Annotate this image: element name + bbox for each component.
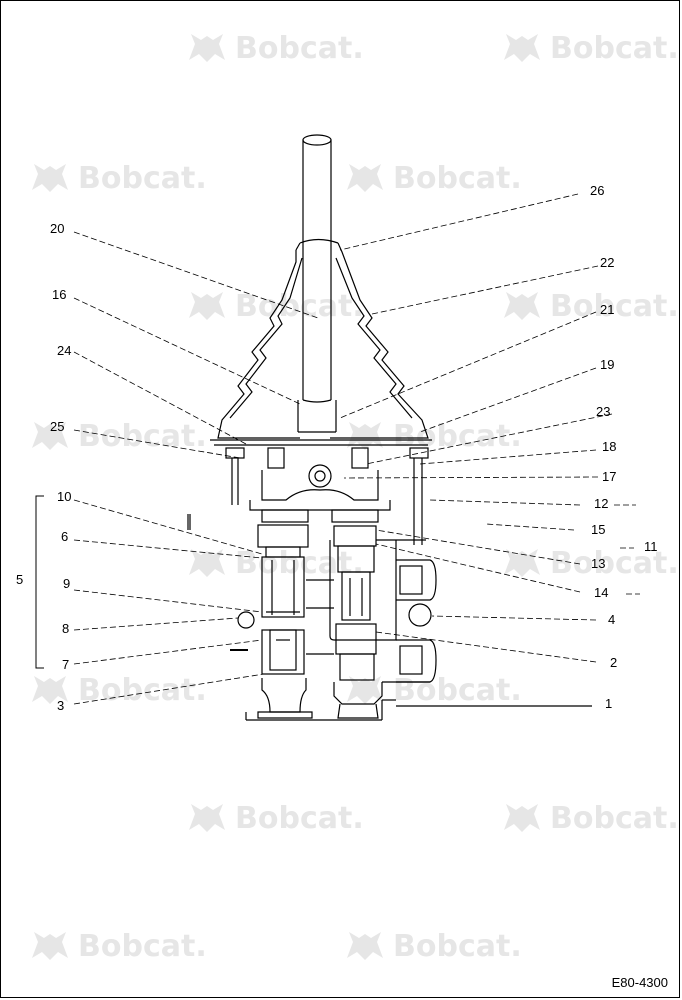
callout-17: 17 — [602, 469, 617, 484]
callout-1: 1 — [605, 696, 613, 711]
callout-9: 9 — [63, 576, 71, 591]
callout-15: 15 — [591, 522, 606, 537]
group-bracket — [35, 495, 44, 669]
right-spool — [333, 525, 383, 719]
callout-19: 19 — [600, 357, 615, 372]
callout-8: 8 — [62, 621, 70, 636]
control-handle — [297, 134, 337, 433]
callout-13: 13 — [591, 556, 606, 571]
callout-16: 16 — [52, 287, 67, 302]
callout-4: 4 — [608, 612, 616, 627]
leader-solid — [187, 514, 592, 707]
top-plate — [210, 439, 432, 545]
left-spool — [230, 524, 313, 719]
callout-24: 24 — [57, 343, 72, 358]
callout-20: 20 — [50, 221, 65, 236]
valve-body — [306, 539, 437, 683]
callout-5: 5 — [16, 572, 24, 587]
rubber-boot — [217, 238, 429, 439]
callout-6: 6 — [61, 529, 69, 544]
callout-14: 14 — [594, 585, 609, 600]
callout-11: 11 — [644, 539, 658, 554]
base-plate — [245, 699, 396, 721]
callout-7: 7 — [62, 657, 70, 672]
callout-21: 21 — [600, 302, 615, 317]
leader-lines — [73, 193, 640, 705]
callout-10: 10 — [57, 489, 72, 504]
callout-22: 22 — [600, 255, 615, 270]
drawing-code: E80-4300 — [611, 975, 668, 990]
callout-26: 26 — [590, 183, 605, 198]
callout-2: 2 — [610, 655, 618, 670]
pivot-assembly — [249, 447, 391, 523]
callout-18: 18 — [602, 439, 617, 454]
callout-25: 25 — [50, 419, 65, 434]
callout-3: 3 — [57, 698, 65, 713]
callout-12: 12 — [594, 496, 609, 511]
callout-23: 23 — [596, 404, 611, 419]
